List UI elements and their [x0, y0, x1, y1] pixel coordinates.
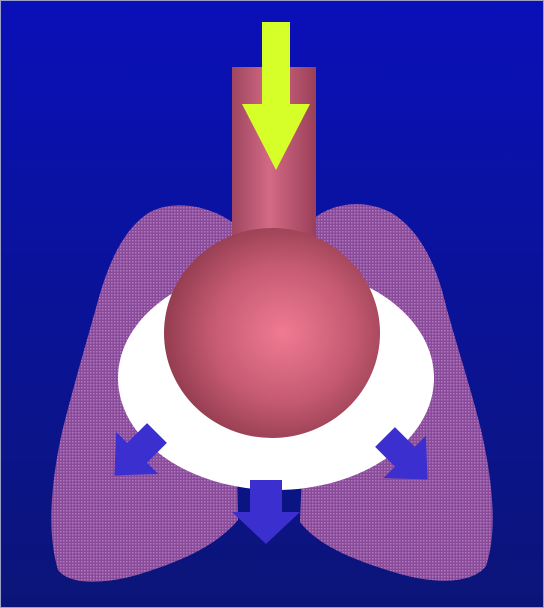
alveolus-sphere — [164, 228, 380, 438]
